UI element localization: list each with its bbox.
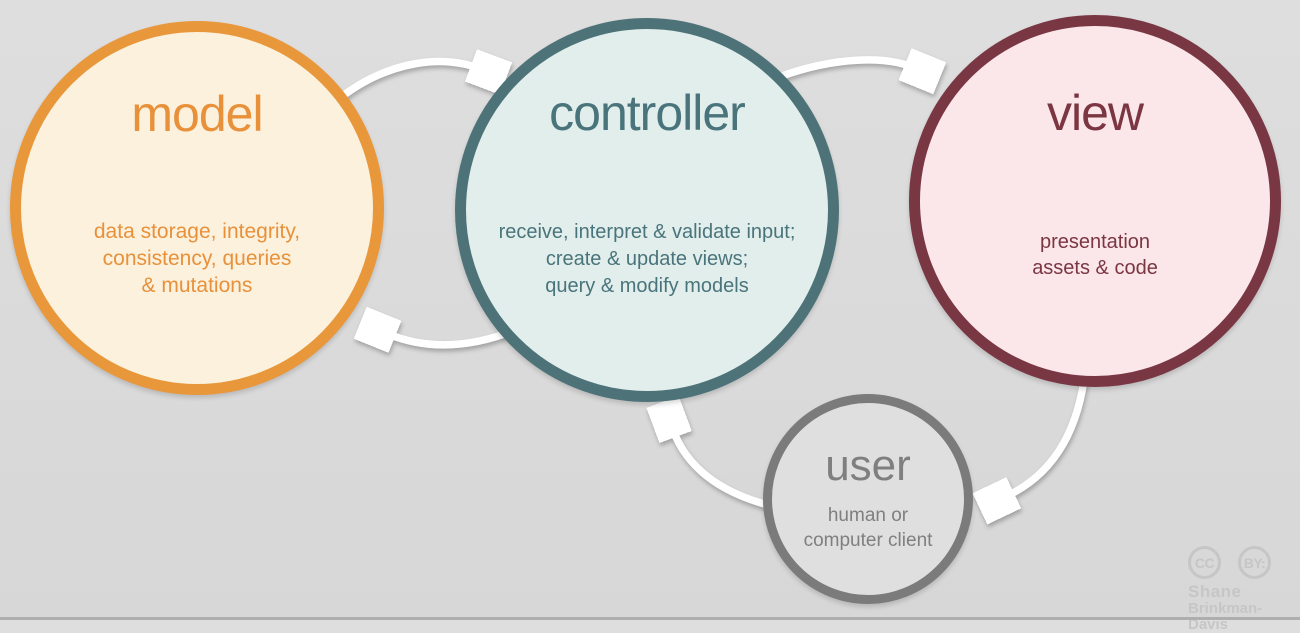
license-attribution: CC BY: Shane Brinkman-Davis [1188, 546, 1300, 632]
cc-by-icon: BY: [1238, 546, 1271, 579]
model-title: model [131, 86, 263, 142]
cc-icon: CC [1188, 546, 1221, 579]
model-description: data storage, integrity, consistency, qu… [93, 220, 301, 297]
node-model: model data storage, integrity, consisten… [10, 21, 384, 395]
controller-description: receive, interpret & validate input; cre… [498, 221, 796, 297]
controller-title: controller [549, 85, 746, 141]
bottom-edge-shadow [0, 617, 1300, 620]
author-credit: Shane Brinkman-Davis [1188, 582, 1263, 633]
arrow-view-to-user [1007, 376, 1088, 496]
arrow-model-to-controller [336, 62, 478, 102]
node-user: user human or computer client [763, 394, 973, 604]
arrow-user-to-controller [673, 430, 772, 509]
user-title: user [825, 441, 911, 490]
user-description: human or computer client [803, 505, 933, 551]
arrow-controller-to-view [778, 60, 912, 76]
view-title: view [1046, 85, 1144, 141]
node-view: view presentation assets & code [909, 15, 1281, 387]
mvc-diagram: model data storage, integrity, consisten… [0, 15, 1300, 632]
view-description: presentation assets & code [1032, 231, 1158, 279]
node-controller: controller receive, interpret & validate… [455, 18, 839, 402]
cc-license-badges: CC BY: [1188, 546, 1300, 579]
